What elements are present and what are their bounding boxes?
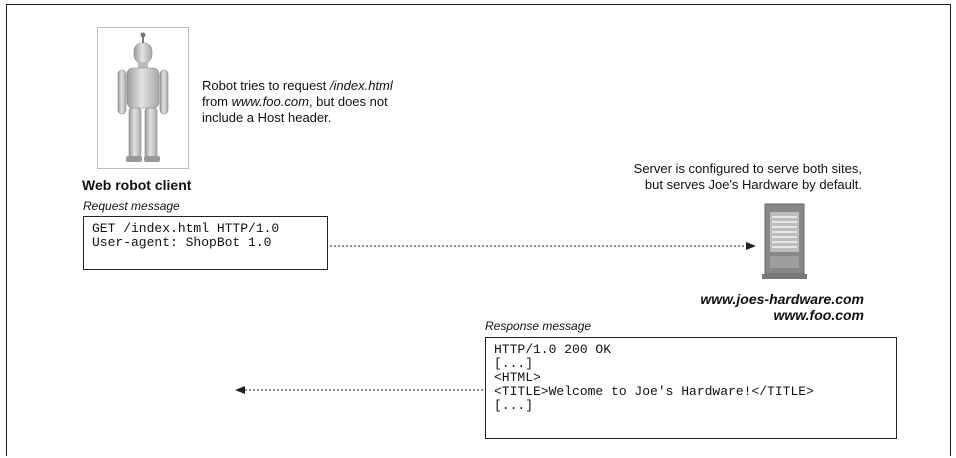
server-hosts: www.joes-hardware.com www.foo.com [640, 291, 864, 323]
response-line: [...] [494, 356, 534, 371]
response-line: HTTP/1.0 200 OK [494, 342, 612, 357]
response-line: <TITLE>Welcome to Joe's Hardware!</TITLE… [494, 384, 814, 399]
client-title: Web robot client [82, 177, 192, 193]
response-line: [...] [494, 398, 534, 413]
server-note: Server is configured to serve both sites… [633, 161, 862, 192]
client-note: Robot tries to request /index.html from … [202, 78, 393, 125]
response-line: <HTML> [494, 370, 541, 385]
server-icon [762, 203, 807, 279]
robot-icon [117, 32, 169, 162]
server-host-1: www.joes-hardware.com [700, 291, 864, 307]
figure-frame [6, 4, 951, 456]
server-host-2: www.foo.com [773, 307, 864, 323]
response-caption: Response message [485, 319, 592, 333]
robot-frame [97, 27, 189, 169]
request-caption: Request message [83, 199, 180, 213]
request-line: User-agent: ShopBot 1.0 [92, 235, 272, 250]
request-line: GET /index.html HTTP/1.0 [92, 221, 280, 236]
response-message: HTTP/1.0 200 OK[...]<HTML><TITLE>Welcome… [485, 337, 897, 439]
